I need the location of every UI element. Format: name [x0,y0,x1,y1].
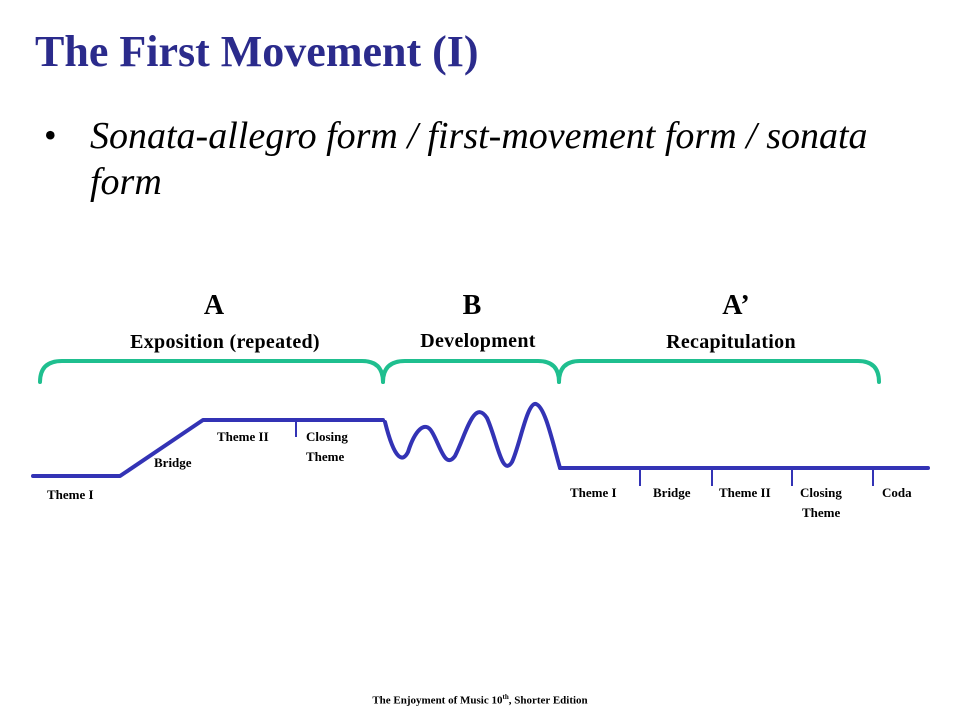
footer-source: The Enjoyment of Music 10th, Shorter Edi… [0,693,960,707]
brace-exposition [38,359,385,384]
section-b-letter: B [463,290,482,321]
footer-prefix: The Enjoyment of Music 10 [372,694,503,707]
exposition-closing-label-2: Theme [306,449,345,464]
exposition-line [31,418,385,478]
exposition-theme1-label: Theme I [47,487,94,502]
section-a-prime-letter: A’ [722,290,749,321]
development-wave [383,402,562,470]
exposition-bridge-label: Bridge [154,455,192,470]
footer-suffix: , Shorter Edition [508,694,588,707]
bullet-dot: • [44,115,57,155]
recap-coda-label: Coda [882,485,912,500]
recap-bridge-label: Bridge [653,485,691,500]
section-a-name: Exposition (repeated) [130,331,320,353]
slide-title: The First Movement (I) [35,27,479,76]
exposition-theme2-label: Theme II [217,429,269,444]
exposition-closing-label-1: Closing [306,429,348,444]
recap-theme2-label: Theme II [719,485,771,500]
section-a-letter: A [204,290,225,321]
recap-closing-label-1: Closing [800,485,842,500]
bullet-text: Sonata-allegro form / first-movement for… [90,115,868,203]
brace-development [381,359,561,384]
recap-closing-label-2: Theme [802,505,841,520]
brace-recapitulation [557,359,881,384]
section-b-name: Development [420,330,536,352]
footer-sup: th [502,693,509,701]
section-a-prime-name: Recapitulation [666,331,796,353]
recap-theme1-label: Theme I [570,485,617,500]
